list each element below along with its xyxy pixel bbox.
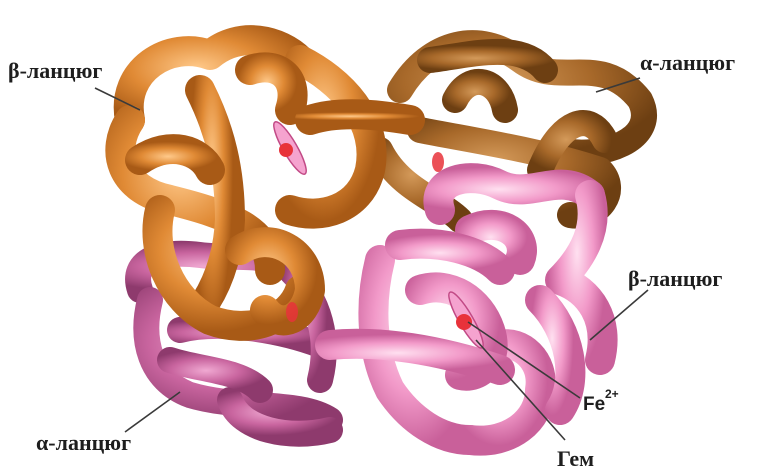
label-iron-ion: Fe 2+ [583,387,619,415]
label-heme: Гем [557,446,594,471]
label-alpha-chain-top-right: α-ланцюг [640,50,735,75]
label-beta-chain-top-left: β-ланцюг [8,58,102,83]
label-iron-charge: 2+ [605,387,619,401]
label-iron: Fe [583,394,605,415]
leader-alpha-bottom-left [125,392,180,432]
heme-group-alpha-bottom [286,302,298,322]
heme-group-alpha-top [432,152,444,172]
label-alpha-chain-bottom-left: α-ланцюг [36,430,131,455]
label-beta-chain-right: β-ланцюг [628,266,722,291]
